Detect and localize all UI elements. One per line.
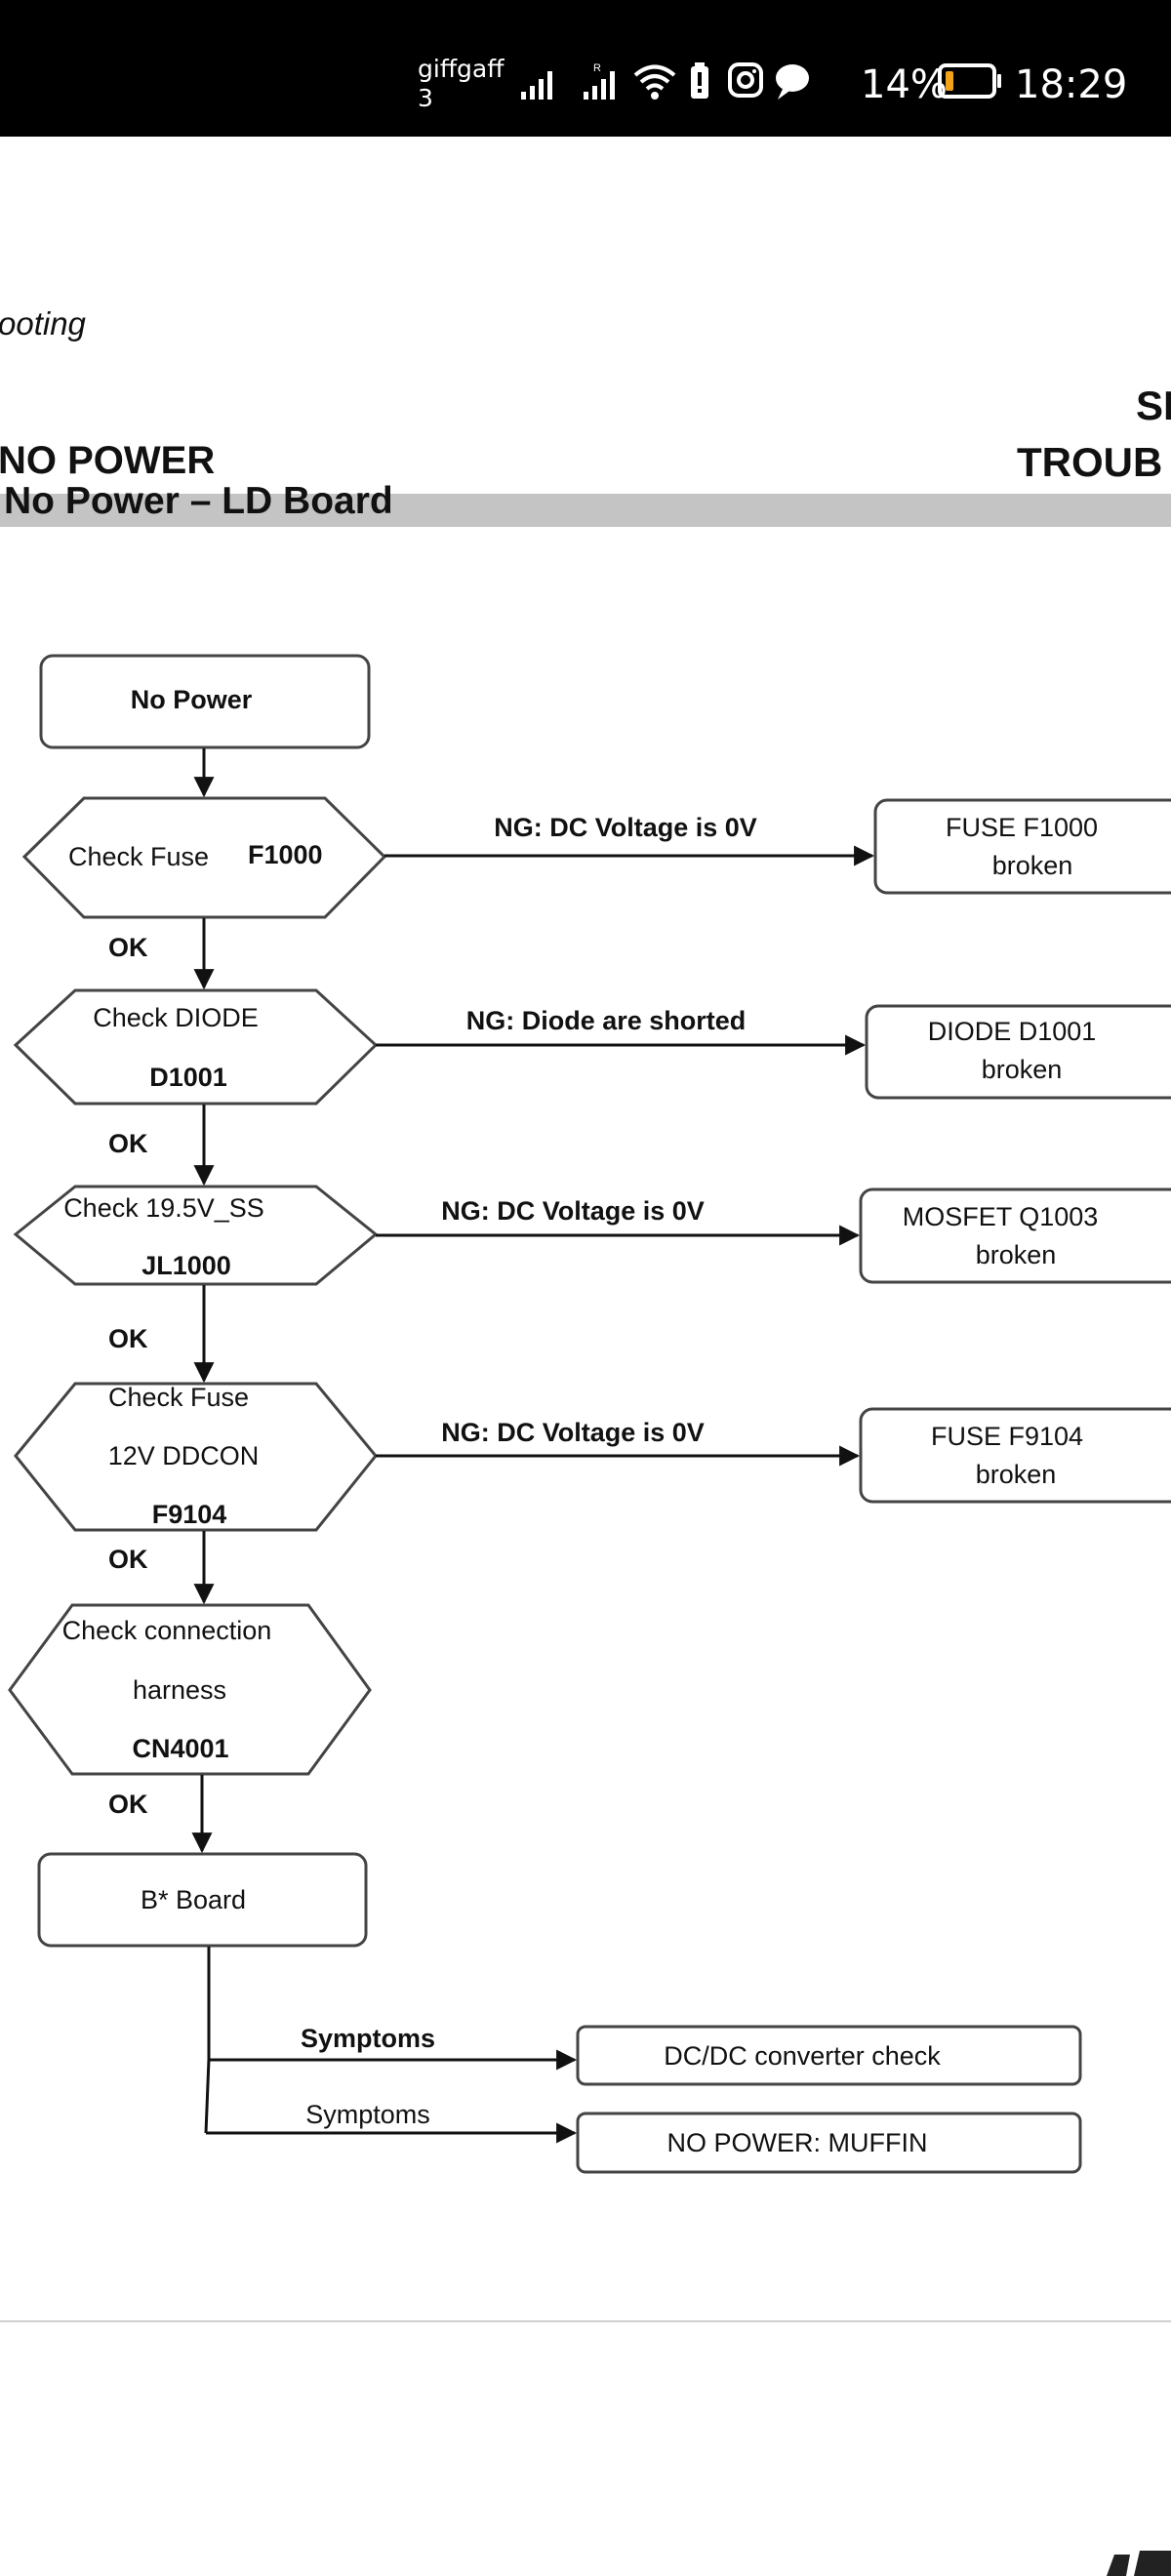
symptom-box-dcdc xyxy=(576,2025,1082,2086)
check4-line2: 12V DDCON xyxy=(108,1441,260,1470)
clock: 18:29 xyxy=(1015,62,1128,107)
ok-label-5: OK xyxy=(108,1790,148,1819)
ok-label-2: OK xyxy=(108,1129,148,1158)
result3-line1: MOSFET Q1003 xyxy=(903,1202,1099,1231)
end-label: B* Board xyxy=(141,1885,246,1914)
symptom-target-1: DC/DC converter check xyxy=(664,2041,941,2071)
ng-label-4: NG: DC Voltage is 0V xyxy=(441,1418,705,1447)
check5-line2: harness xyxy=(133,1675,226,1705)
signal-roaming-icon: R xyxy=(584,62,615,100)
result1-line1: FUSE F1000 xyxy=(946,813,1098,842)
check4-line3: F9104 xyxy=(152,1500,227,1529)
decision-check-harness xyxy=(8,1603,372,1776)
result4-line1: FUSE F9104 xyxy=(931,1422,1083,1451)
ng-label-2: NG: Diode are shorted xyxy=(466,1006,747,1035)
check2-line1: Check DIODE xyxy=(93,1003,259,1032)
ok-label-4: OK xyxy=(108,1545,148,1574)
result1-line2: broken xyxy=(992,851,1073,880)
right-title-line1: SI xyxy=(1136,382,1171,428)
status-bar: giffgaff 3 R 14% 18:29 xyxy=(0,0,1171,137)
battery-icon xyxy=(938,63,1001,99)
result4-line2: broken xyxy=(976,1460,1057,1489)
wifi-icon xyxy=(633,64,676,100)
battery-percent: 14% xyxy=(861,62,948,107)
check3-line1: Check 19.5V_SS xyxy=(63,1193,264,1223)
check3-line2: JL1000 xyxy=(141,1251,231,1280)
symptom-label-1: Symptoms xyxy=(301,2024,435,2053)
left-title: NO POWER xyxy=(0,439,216,482)
result-box-mosfet xyxy=(859,1187,1171,1284)
ok-label-3: OK xyxy=(108,1324,148,1353)
symptom-label-2: Symptoms xyxy=(305,2100,430,2129)
italic-heading-fragment: ooting xyxy=(0,305,86,342)
result-box-diode xyxy=(865,1004,1171,1100)
result3-line2: broken xyxy=(976,1240,1057,1269)
chat-icon xyxy=(776,64,809,100)
section-heading: No Power – LD Board xyxy=(4,480,393,522)
page-divider xyxy=(0,2320,1171,2322)
check4-line1: Check Fuse xyxy=(108,1383,249,1412)
battery-alert-icon xyxy=(691,62,708,99)
check5-line3: CN4001 xyxy=(132,1734,228,1763)
check1-line2: F1000 xyxy=(248,840,323,869)
symptom-trunk xyxy=(204,1947,211,2134)
start-box xyxy=(39,654,371,749)
carrier-name: giffgaff 3 xyxy=(418,55,505,112)
check5-line1: Check connection xyxy=(62,1616,272,1645)
result-box-fuse-f1000 xyxy=(873,798,1171,895)
end-box xyxy=(37,1852,368,1948)
ng-label-3: NG: DC Voltage is 0V xyxy=(441,1196,705,1226)
result2-line2: broken xyxy=(982,1055,1063,1084)
symptom-box-muffin xyxy=(576,2112,1082,2174)
signal-icon xyxy=(521,71,552,100)
right-title-line2: TROUB xyxy=(1017,439,1163,485)
start-label: No Power xyxy=(131,685,253,714)
logo-fragment xyxy=(1107,2551,1171,2576)
ng-label-1: NG: DC Voltage is 0V xyxy=(494,813,757,842)
instagram-icon xyxy=(728,62,763,98)
result2-line1: DIODE D1001 xyxy=(928,1017,1097,1046)
symptom-target-2: NO POWER: MUFFIN xyxy=(667,2128,928,2157)
ok-label-1: OK xyxy=(108,933,148,962)
result-box-fuse-f9104 xyxy=(859,1407,1171,1504)
check1-line1: Check Fuse xyxy=(68,842,209,871)
section-heading-band xyxy=(0,494,1171,527)
svg-text:R: R xyxy=(593,62,601,74)
check2-line2: D1001 xyxy=(149,1063,227,1092)
